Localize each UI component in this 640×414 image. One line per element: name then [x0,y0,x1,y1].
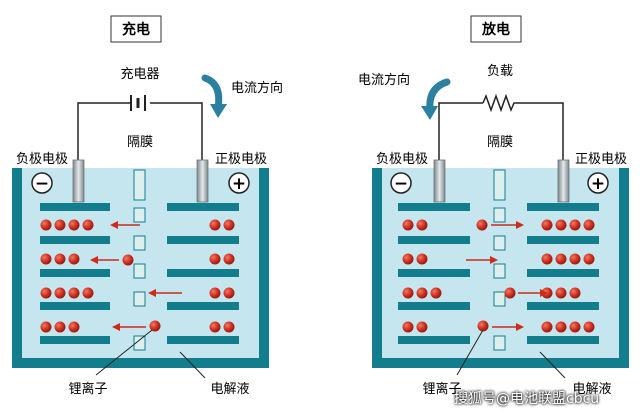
charge-separator-seg [133,263,146,279]
discharge-current-label: 电流方向 [358,72,410,88]
discharge-ion-label: 锂离子 [422,381,461,397]
charge-separator-seg [133,207,146,223]
charger-label: 充电器 [120,66,159,82]
charge-title: 充电 [122,21,150,38]
charge-current-arrow [201,74,227,118]
discharge-separator-seg [493,207,506,223]
charge-negative-terminal [72,159,85,203]
charge-positive-plates [167,203,239,344]
charge-current-label: 电流方向 [231,80,283,96]
charge-ions [40,219,235,333]
charge-plus-sign: + [232,174,246,194]
discharge-separator-seg [493,235,506,251]
discharge-external-wire [438,102,564,160]
discharge-negative-plates [398,203,470,344]
resistor-symbol [482,93,517,113]
charge-separator-label: 隔膜 [127,135,153,150]
charge-electrolyte-leader [179,351,206,379]
discharge-plus-badge [587,172,609,194]
charge-separator-seg [133,235,146,251]
discharge-positive-label: 正极电极 [575,152,627,167]
discharge-ions [402,219,595,333]
discharge-title-box [470,15,522,43]
charge-negative-label: 负极电极 [16,152,68,167]
discharge-electrolyte-label: 电解液 [572,382,611,397]
discharge-panel: 放电 负载 电流方向 隔膜 [358,15,629,397]
charge-separator-seg [133,169,146,201]
watermark-text: 搜狐号@电池联盟cbcu [454,391,600,407]
discharge-separator-seg [493,335,506,351]
charge-minus-badge [31,172,53,194]
charge-positive-label: 正极电极 [215,152,267,167]
charge-title-box [110,15,162,43]
discharge-separator-seg [493,291,506,307]
discharge-separator-seg [493,263,506,279]
charge-separator-seg [133,291,146,307]
charge-ion-label: 锂离子 [68,381,107,397]
charge-panel: 充电 充电器 电流方向 隔膜 [12,15,283,397]
charge-ion-arrows [90,221,182,331]
charge-external-wire [77,102,203,160]
charge-negative-plates [40,203,110,344]
discharge-ion-arrows [466,221,548,331]
charge-ion-leader [95,329,153,376]
discharge-plus-sign: + [591,174,605,194]
discharge-separator-seg [493,169,506,201]
charge-electrolyte-label: 电解液 [210,382,249,397]
discharge-positive-plates [527,203,599,344]
charge-positive-terminal [196,159,209,203]
discharge-positive-terminal [557,159,570,203]
discharge-title: 放电 [481,21,510,38]
charge-minus-sign: − [35,174,49,194]
load-label: 负载 [487,64,513,79]
charge-separator-seg [133,335,146,351]
discharge-ion-leader [456,329,484,376]
discharge-separator-label: 隔膜 [487,135,513,150]
discharge-electrolyte-leader [539,351,566,379]
discharge-negative-label: 负极电极 [376,152,428,167]
discharge-current-arrow [421,78,451,120]
discharge-minus-badge [390,172,412,194]
discharge-minus-sign: − [394,174,408,194]
charge-plus-badge [228,172,250,194]
discharge-negative-terminal [433,159,446,203]
